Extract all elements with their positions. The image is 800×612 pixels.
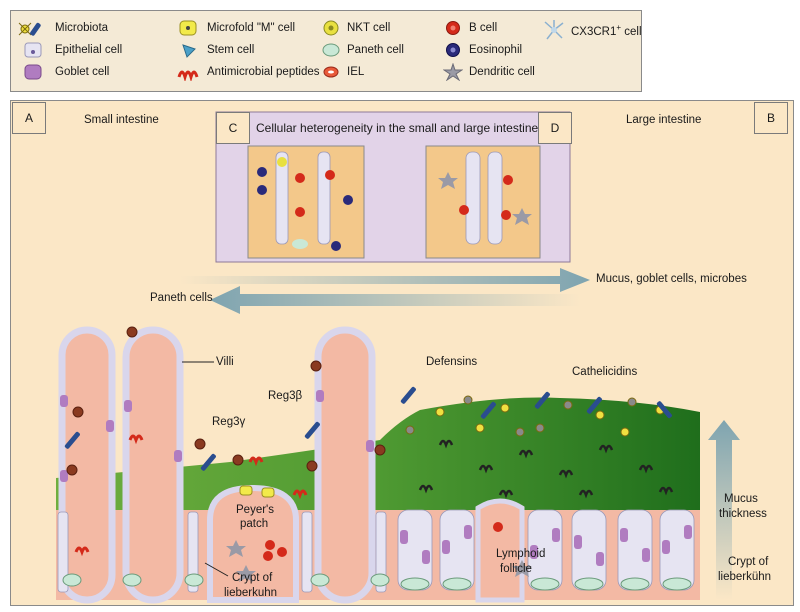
legend-label: Stem cell <box>207 44 255 56</box>
legend-label: CX3CR1+ cell <box>571 22 642 38</box>
eosinophil-icon <box>446 43 460 57</box>
small-intestine-title: Small intestine <box>84 114 159 126</box>
microbiota-large <box>405 395 665 437</box>
villi-goblet-cells <box>60 390 374 482</box>
left-arrow-label: Paneth cells <box>150 292 213 304</box>
b-cell-icon <box>446 21 460 35</box>
legend-label: Microfold "M" cell <box>207 22 296 34</box>
dendritic-cell-icon <box>443 63 463 81</box>
panel-d-crypts <box>465 151 503 245</box>
legend-item-cx3cr1: CX3CR1+ cell <box>543 19 642 41</box>
paneth-cell-icon <box>322 43 340 57</box>
crypt-left-label-1: Crypt of <box>232 572 273 584</box>
paneth-cells <box>62 573 390 587</box>
left-gradient-arrow <box>210 286 580 314</box>
mucus-label-2: thickness <box>719 508 767 520</box>
legend-label: Paneth cell <box>347 44 404 56</box>
peyers-dendritic-cells <box>226 540 256 582</box>
reg3g-label: Reg3γ <box>212 416 246 428</box>
up-gradient-arrow <box>708 420 740 600</box>
panel-c-label: C <box>216 112 250 144</box>
defensins-label: Defensins <box>426 356 478 368</box>
large-intestine-stem-cells <box>400 577 692 591</box>
legend-item-dendritic: Dendritic cell <box>443 63 535 81</box>
legend-item-goblet: Goblet cell <box>17 63 109 81</box>
lymphoid-b-cell <box>493 522 503 532</box>
crypt-right-label-2: lieberkühn <box>718 571 772 583</box>
microbiota-small <box>66 326 386 476</box>
legend-item-stem: Stem cell <box>175 41 254 59</box>
goblet-cell-icon <box>24 64 42 80</box>
right-gradient-arrow <box>180 268 590 292</box>
lymphoid-label-2: follicle <box>500 563 532 575</box>
legend-item-microfold: Microfold "M" cell <box>175 19 295 37</box>
lymphoid-follicle <box>475 498 525 603</box>
panel-b-label: B <box>754 102 788 134</box>
epithelial-cell-icon <box>24 42 42 58</box>
antimicrobial-peptides <box>418 439 674 499</box>
large-intestine-goblet-cells <box>400 525 692 566</box>
heterogeneity-title: Cellular heterogeneity in the small and … <box>256 121 539 135</box>
microfold-cell-icon <box>179 20 197 36</box>
panel-d-label: D <box>538 112 572 144</box>
lymphoid-dendritic-cell <box>512 560 532 577</box>
legend-item-epithelial: Epithelial cell <box>17 41 122 59</box>
panel-a-label: A <box>12 102 46 134</box>
villi-epithelium <box>58 326 376 604</box>
legend-box: Microbiota Epithelial cell Goblet cell M… <box>10 10 642 92</box>
lymphoid-label-1: Lymphoid <box>496 548 546 560</box>
legend-label: Dendritic cell <box>469 66 535 78</box>
nkt-cell-icon <box>323 20 339 36</box>
small-intestine-crypts <box>57 511 387 593</box>
peyers-b-cells <box>263 540 287 561</box>
legend-label: Eosinophil <box>469 44 523 56</box>
cx3cr1-cell-icon <box>544 20 564 40</box>
legend-label: Microbiota <box>55 22 109 34</box>
right-arrow-label: Mucus, goblet cells, microbes <box>596 273 747 285</box>
legend-item-amp: Antimicrobial peptides <box>175 63 320 81</box>
villi-label: Villi <box>216 356 234 368</box>
legend-item-eosinophil: Eosinophil <box>443 41 522 59</box>
panel-d-cells <box>438 172 532 225</box>
microbiota-icon <box>18 22 41 36</box>
legend-label: Epithelial cell <box>55 44 123 56</box>
legend-label: NKT cell <box>347 22 391 34</box>
mucus-label-1: Mucus <box>724 493 758 505</box>
iel-icon <box>323 66 339 78</box>
rod-bacteria <box>64 386 672 471</box>
stem-cell-icon <box>182 44 196 58</box>
legend-item-microbiota: Microbiota <box>17 19 108 37</box>
microfold-cells <box>239 485 275 498</box>
legend-label: Goblet cell <box>55 66 110 78</box>
legend-item-iel: IEL <box>321 63 364 81</box>
legend-label: IEL <box>347 66 365 78</box>
panel-c-cells <box>257 157 353 251</box>
peyers-label-2: patch <box>240 518 269 530</box>
legend-item-nkt: NKT cell <box>321 19 390 37</box>
reg3b-label: Reg3β <box>268 390 303 402</box>
legend-label: Antimicrobial peptides <box>207 66 320 78</box>
red-peptides <box>74 434 308 557</box>
legend-label: B cell <box>469 22 498 34</box>
legend-item-bcell: B cell <box>443 19 497 37</box>
large-intestine-title: Large intestine <box>626 114 702 126</box>
legend-item-paneth: Paneth cell <box>321 41 404 59</box>
antimicrobial-peptide-icon <box>177 70 199 81</box>
cathelicidins-label: Cathelicidins <box>572 366 638 378</box>
crypt-left-label-2: lieberkuhn <box>224 587 278 599</box>
crypt-right-label-1: Crypt of <box>728 556 769 568</box>
peyers-label-1: Peyer's <box>236 504 274 516</box>
